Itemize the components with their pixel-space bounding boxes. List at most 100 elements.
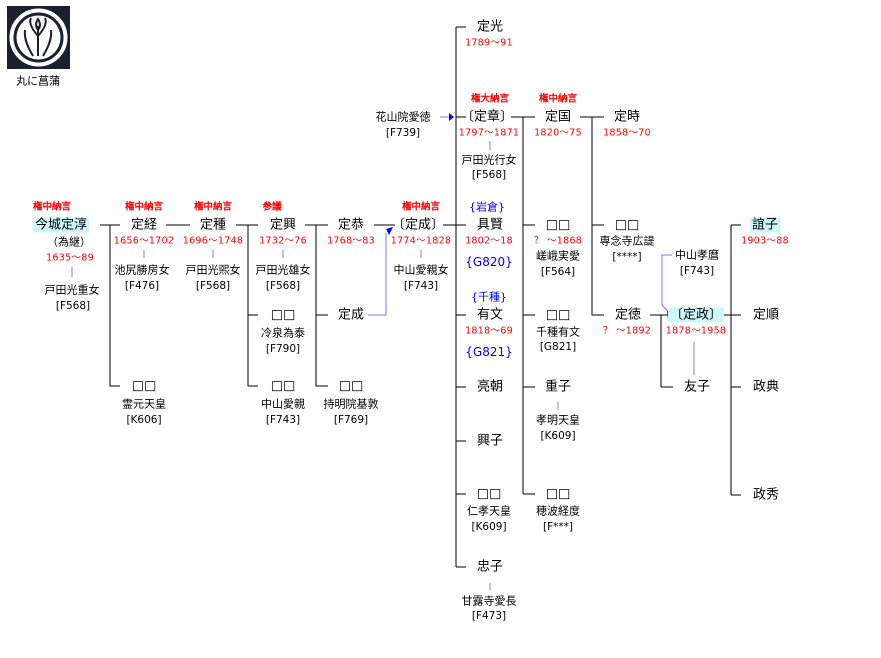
spouse-code: [F473] bbox=[471, 609, 507, 622]
arrow-icon bbox=[449, 113, 454, 121]
spouse-name: 孝明天皇 bbox=[536, 413, 580, 427]
adoptive-father-code: [F739] bbox=[385, 126, 421, 139]
spouse-code: [F769] bbox=[333, 413, 369, 426]
spouse-name: 専念寺広諟 bbox=[599, 234, 655, 248]
spouse-code: [F790] bbox=[265, 342, 301, 355]
spouse-name: 戸田光重女 bbox=[44, 283, 100, 297]
adoptive-father-name: 花山院愛徳 bbox=[375, 110, 431, 124]
person-dates: 1820～75 bbox=[534, 127, 582, 139]
spouse-code: [F568] bbox=[265, 279, 301, 292]
person-name: 政秀 bbox=[752, 487, 780, 503]
adoptive-father-code: [F743] bbox=[679, 264, 715, 277]
spouse-name: 仁孝天皇 bbox=[467, 504, 511, 518]
iris-crest-icon bbox=[9, 8, 68, 67]
spouse-code: [F568] bbox=[195, 279, 231, 292]
spouse-name: 戸田光雄女 bbox=[255, 263, 311, 277]
spouse-code: [K606] bbox=[126, 413, 162, 426]
rank-title: 権中納言 bbox=[538, 93, 578, 105]
person-name: 興子 bbox=[476, 433, 504, 449]
spouse-name: 甘露寺愛長 bbox=[461, 594, 517, 608]
spouse-code: [F***] bbox=[543, 520, 573, 533]
person-dates: 1903～88 bbox=[741, 235, 789, 247]
person-name: 誼子 bbox=[749, 217, 781, 233]
line-gen9 bbox=[720, 224, 741, 496]
person-name: □□ bbox=[614, 217, 640, 233]
spouse-code: [F568] bbox=[471, 168, 507, 181]
line-gen5 bbox=[443, 26, 466, 568]
person-name: 定光 bbox=[476, 19, 504, 35]
person-name: □□ bbox=[131, 378, 157, 394]
person-name: 〔定章〕 bbox=[460, 109, 514, 125]
person-name: □□ bbox=[545, 486, 571, 502]
house-name: {岩倉} bbox=[469, 200, 505, 214]
person-name: □□ bbox=[545, 307, 571, 323]
person-name: 重子 bbox=[544, 379, 572, 395]
person-name: 今城定淳 bbox=[32, 217, 90, 233]
person-dates: 1878～1958 bbox=[665, 325, 727, 337]
person-name: 定経 bbox=[130, 217, 158, 233]
person-name: □□ bbox=[545, 217, 571, 233]
spouse-name: 千種有文 bbox=[536, 325, 580, 339]
person-name: □□ bbox=[270, 307, 296, 323]
person-dates: 1802～18 bbox=[465, 235, 513, 247]
house-name: {千種} bbox=[471, 290, 507, 304]
person-name: 〔定政〕 bbox=[667, 307, 725, 323]
spouse-code: [F564] bbox=[540, 265, 576, 278]
house-code: {G821} bbox=[465, 345, 513, 359]
line-gen7 bbox=[580, 116, 604, 316]
rank-title: 参議 bbox=[262, 201, 282, 213]
rank-title: 権中納言 bbox=[193, 201, 233, 213]
person-dates: 1635～89 bbox=[46, 252, 94, 264]
spouse-code: [F743] bbox=[403, 279, 439, 292]
person-alias: （為継） bbox=[47, 235, 91, 249]
spouse-code: [K609] bbox=[471, 520, 507, 533]
person-dates: 1774～1828 bbox=[390, 235, 452, 247]
crest-label: 丸に菖蒲 bbox=[16, 74, 60, 88]
line-gen3 bbox=[305, 224, 328, 387]
adoption-line-teisei bbox=[368, 233, 387, 316]
person-name: 定興 bbox=[269, 217, 297, 233]
person-dates: 1789～91 bbox=[465, 37, 513, 49]
spouse-name: 中山愛親女 bbox=[393, 263, 449, 277]
person-name: 亮朝 bbox=[476, 379, 504, 395]
person-dates: 1797～1871 bbox=[458, 127, 520, 139]
person-dates: 1768～83 bbox=[327, 235, 375, 247]
person-name: 定時 bbox=[613, 109, 641, 125]
person-name: 定順 bbox=[752, 307, 780, 323]
spouse-code: [G821] bbox=[539, 340, 577, 353]
spouse-name: 戸田光煕女 bbox=[185, 263, 241, 277]
spouse-name: 戸田光行女 bbox=[461, 153, 517, 167]
person-name: □□ bbox=[476, 486, 502, 502]
person-name: 有文 bbox=[476, 307, 504, 323]
spouse-name: 持明院基敦 bbox=[323, 397, 379, 411]
spouse-name: 冷泉為泰 bbox=[261, 326, 305, 340]
spouse-code: [F743] bbox=[265, 413, 301, 426]
rank-title: 権中納言 bbox=[124, 201, 164, 213]
person-dates: ？ ～1868 bbox=[533, 235, 583, 247]
person-name: 定徳 bbox=[614, 307, 642, 323]
line-gen0 bbox=[100, 224, 120, 387]
person-name: 定種 bbox=[199, 217, 227, 233]
line-gen6 bbox=[511, 116, 535, 495]
person-dates: 1656～1702 bbox=[113, 235, 175, 247]
spouse-code: [F568] bbox=[55, 299, 91, 312]
person-name: 定国 bbox=[544, 109, 572, 125]
person-name: 定恭 bbox=[337, 217, 365, 233]
person-name: 政典 bbox=[752, 379, 780, 395]
arrow-icon bbox=[386, 227, 393, 235]
rank-title: 権大納言 bbox=[470, 93, 510, 105]
line-gen2 bbox=[236, 224, 258, 387]
spouse-ticks bbox=[71, 141, 695, 590]
person-dates: 1858～70 bbox=[603, 127, 651, 139]
spouse-code: [****] bbox=[612, 250, 642, 263]
spouse-code: [F476] bbox=[124, 279, 160, 292]
spouse-name: 嵯峨実愛 bbox=[536, 249, 580, 263]
person-dates: ？ ～1892 bbox=[602, 325, 652, 337]
adoption-line-nakayama bbox=[661, 254, 672, 315]
person-name: □□ bbox=[270, 378, 296, 394]
person-name: 忠子 bbox=[476, 559, 504, 575]
spouse-name: 中山愛親 bbox=[261, 397, 305, 411]
adoptive-father-name: 中山孝麿 bbox=[675, 248, 719, 262]
